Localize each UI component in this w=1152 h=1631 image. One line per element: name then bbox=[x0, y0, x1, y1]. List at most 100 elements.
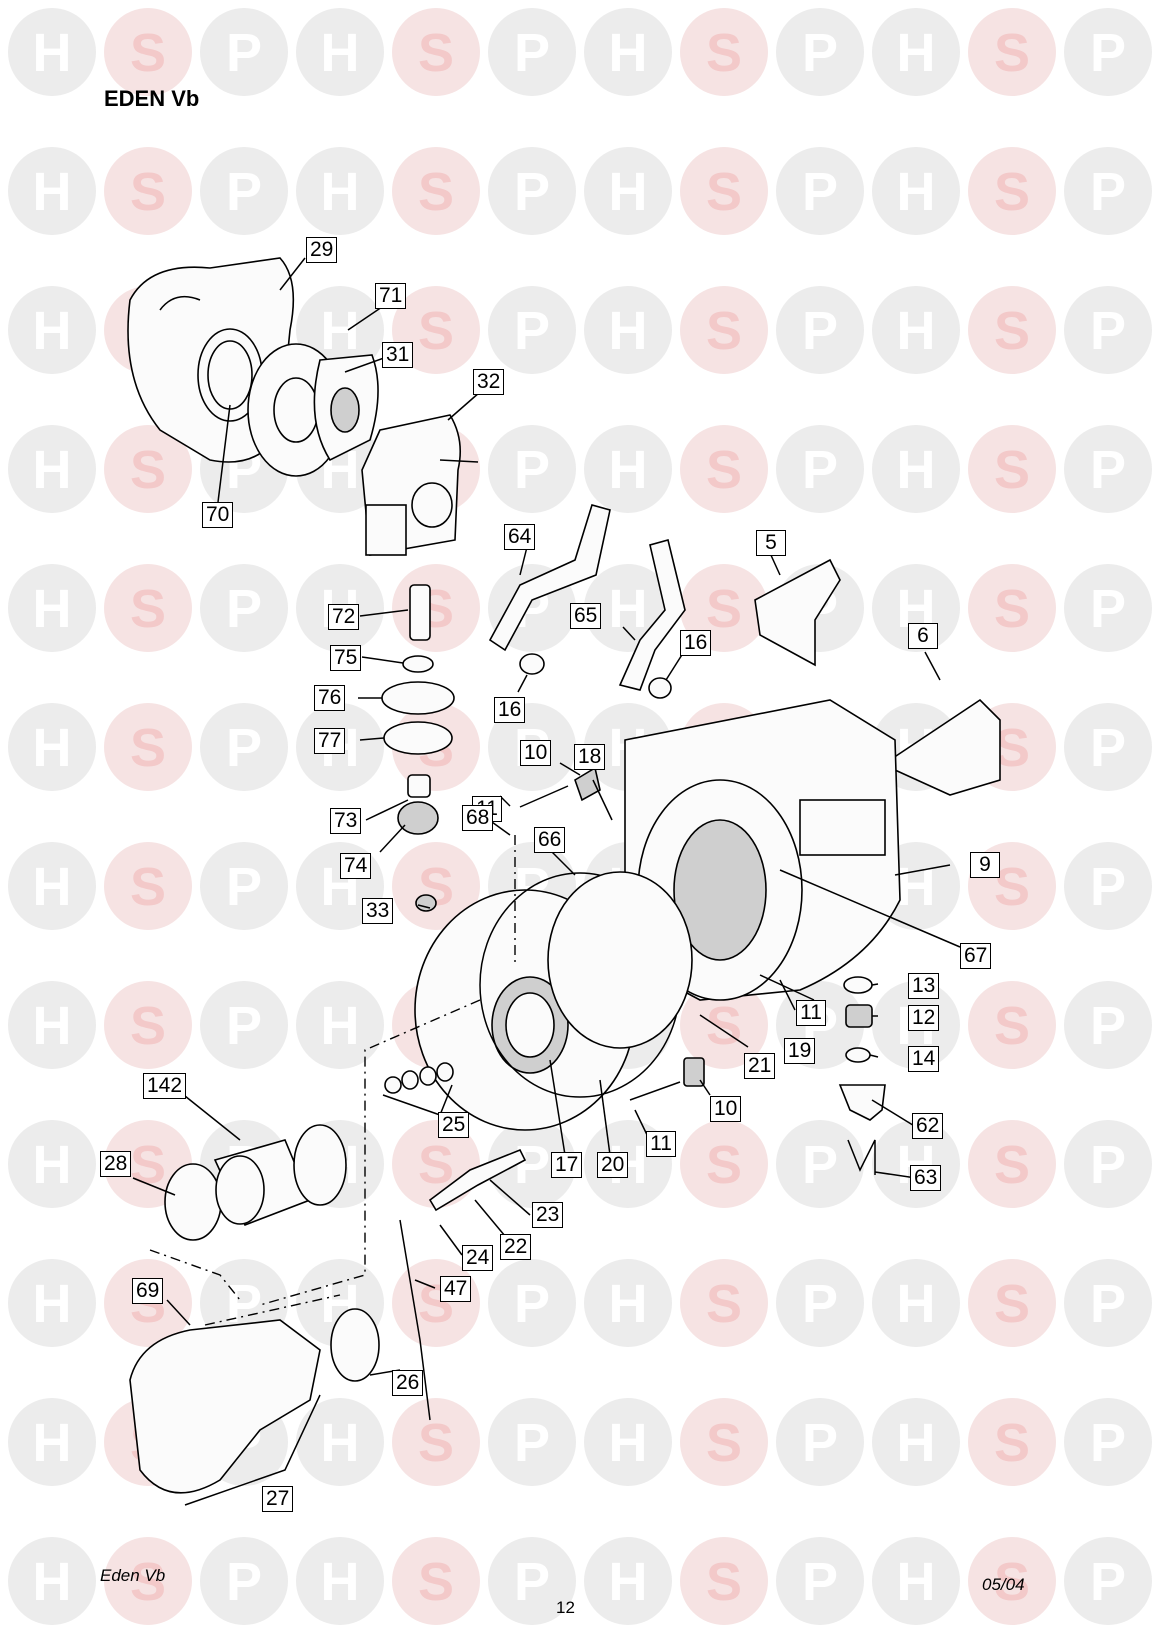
page-title: EDEN Vb bbox=[104, 86, 200, 111]
watermark-circle bbox=[680, 1120, 768, 1208]
watermark-circle bbox=[392, 1398, 480, 1486]
callout-16-upper: 16 bbox=[680, 630, 712, 656]
watermark-circle bbox=[8, 1537, 96, 1625]
watermark-circle bbox=[392, 147, 480, 235]
watermark-circle bbox=[1064, 1398, 1152, 1486]
watermark-letter: S bbox=[994, 1413, 1030, 1473]
callout-71: 71 bbox=[375, 283, 407, 309]
watermark-circle bbox=[8, 1398, 96, 1486]
watermark-letter: P bbox=[514, 23, 550, 83]
watermark-letter: P bbox=[226, 162, 262, 222]
watermark-circle bbox=[1064, 425, 1152, 513]
watermark-letter: H bbox=[33, 857, 72, 917]
watermark-letter: H bbox=[33, 579, 72, 639]
watermark-circle bbox=[584, 147, 672, 235]
watermark-letter: H bbox=[33, 1135, 72, 1195]
watermark-circle bbox=[200, 564, 288, 652]
watermark-letter: S bbox=[706, 301, 742, 361]
watermark-letter: P bbox=[802, 440, 838, 500]
callout-31: 31 bbox=[382, 342, 414, 368]
seal-set-25-part bbox=[384, 1062, 454, 1094]
watermark-letter: H bbox=[609, 1552, 648, 1612]
watermark-letter: P bbox=[226, 718, 262, 778]
watermark-letter: S bbox=[994, 1135, 1030, 1195]
watermark-circle bbox=[680, 286, 768, 374]
watermark-circle bbox=[296, 147, 384, 235]
watermark-letter: P bbox=[802, 162, 838, 222]
watermark-letter: H bbox=[321, 301, 360, 361]
watermark-circle bbox=[776, 1120, 864, 1208]
ht-lead-part bbox=[399, 1219, 431, 1421]
watermark-letter: P bbox=[802, 1552, 838, 1612]
watermark-circle bbox=[488, 1120, 576, 1208]
watermark-letter: P bbox=[802, 1135, 838, 1195]
watermark-letter: P bbox=[1090, 1135, 1126, 1195]
watermark-letter: H bbox=[609, 1413, 648, 1473]
callout-6: 6 bbox=[908, 623, 938, 649]
watermark-letter: P bbox=[1090, 1413, 1126, 1473]
watermark-circle bbox=[968, 425, 1056, 513]
watermark-letter: P bbox=[1090, 301, 1126, 361]
watermark-letter: H bbox=[897, 440, 936, 500]
watermark-circle bbox=[584, 8, 672, 96]
watermark-letter: P bbox=[514, 440, 550, 500]
callout-76: 76 bbox=[314, 685, 346, 711]
watermark-circle bbox=[872, 564, 960, 652]
watermark-letter: S bbox=[418, 23, 454, 83]
washer-14-part bbox=[845, 1047, 871, 1063]
condensate-trap-27-part bbox=[129, 1319, 321, 1494]
watermark-letter: P bbox=[226, 1552, 262, 1612]
callout-74: 74 bbox=[340, 853, 372, 879]
watermark-letter: S bbox=[418, 1135, 454, 1195]
watermark-letter: S bbox=[130, 162, 166, 222]
watermark-circle bbox=[1064, 1537, 1152, 1625]
watermark-circle bbox=[104, 564, 192, 652]
callout-69: 69 bbox=[132, 1278, 164, 1304]
watermark-letter: S bbox=[418, 1552, 454, 1612]
watermark-letter: S bbox=[706, 1274, 742, 1334]
watermark-letter: S bbox=[130, 857, 166, 917]
watermark-letter: S bbox=[994, 996, 1030, 1056]
alignment-line bbox=[149, 1249, 241, 1301]
watermark-circle bbox=[968, 981, 1056, 1069]
watermark-letter: H bbox=[33, 718, 72, 778]
watermark-letter: S bbox=[130, 718, 166, 778]
gas-valve-part bbox=[361, 414, 479, 556]
watermark-letter: S bbox=[706, 162, 742, 222]
watermark-letter: H bbox=[609, 440, 648, 500]
nut-74-part bbox=[397, 801, 439, 835]
gasket-77-part bbox=[383, 721, 453, 755]
sight-assembly-142-part bbox=[213, 1124, 347, 1227]
watermark-circle bbox=[776, 286, 864, 374]
watermark-letter: P bbox=[1090, 718, 1126, 778]
watermark-letter: P bbox=[226, 996, 262, 1056]
watermark-circle bbox=[488, 1259, 576, 1347]
watermark-circle bbox=[104, 147, 192, 235]
watermark-letter: P bbox=[1090, 23, 1126, 83]
callout-64: 64 bbox=[504, 524, 536, 550]
watermark-circle bbox=[200, 147, 288, 235]
venturi-plate-part bbox=[313, 354, 379, 462]
watermark-circle bbox=[488, 8, 576, 96]
watermark-circle bbox=[584, 1259, 672, 1347]
watermark-letter: S bbox=[994, 162, 1030, 222]
clip-63-part bbox=[847, 1139, 876, 1175]
watermark-letter: H bbox=[33, 162, 72, 222]
return-pipe-65-part bbox=[618, 539, 686, 691]
watermark-circle bbox=[584, 1537, 672, 1625]
watermark-letter: H bbox=[897, 857, 936, 917]
watermark-circle bbox=[8, 425, 96, 513]
callout-14: 14 bbox=[908, 1046, 940, 1072]
bracket-5-part bbox=[754, 558, 841, 667]
watermark-circle bbox=[8, 1259, 96, 1347]
watermark-letter: H bbox=[321, 996, 360, 1056]
watermark-circle bbox=[392, 8, 480, 96]
seal-16a-part bbox=[519, 653, 545, 675]
watermark-circle bbox=[488, 1537, 576, 1625]
watermark-letter: P bbox=[802, 1413, 838, 1473]
watermark-circle bbox=[8, 8, 96, 96]
watermark-circle bbox=[776, 425, 864, 513]
watermark-circle bbox=[296, 1398, 384, 1486]
watermark-circle bbox=[488, 286, 576, 374]
callout-17: 17 bbox=[551, 1152, 583, 1178]
